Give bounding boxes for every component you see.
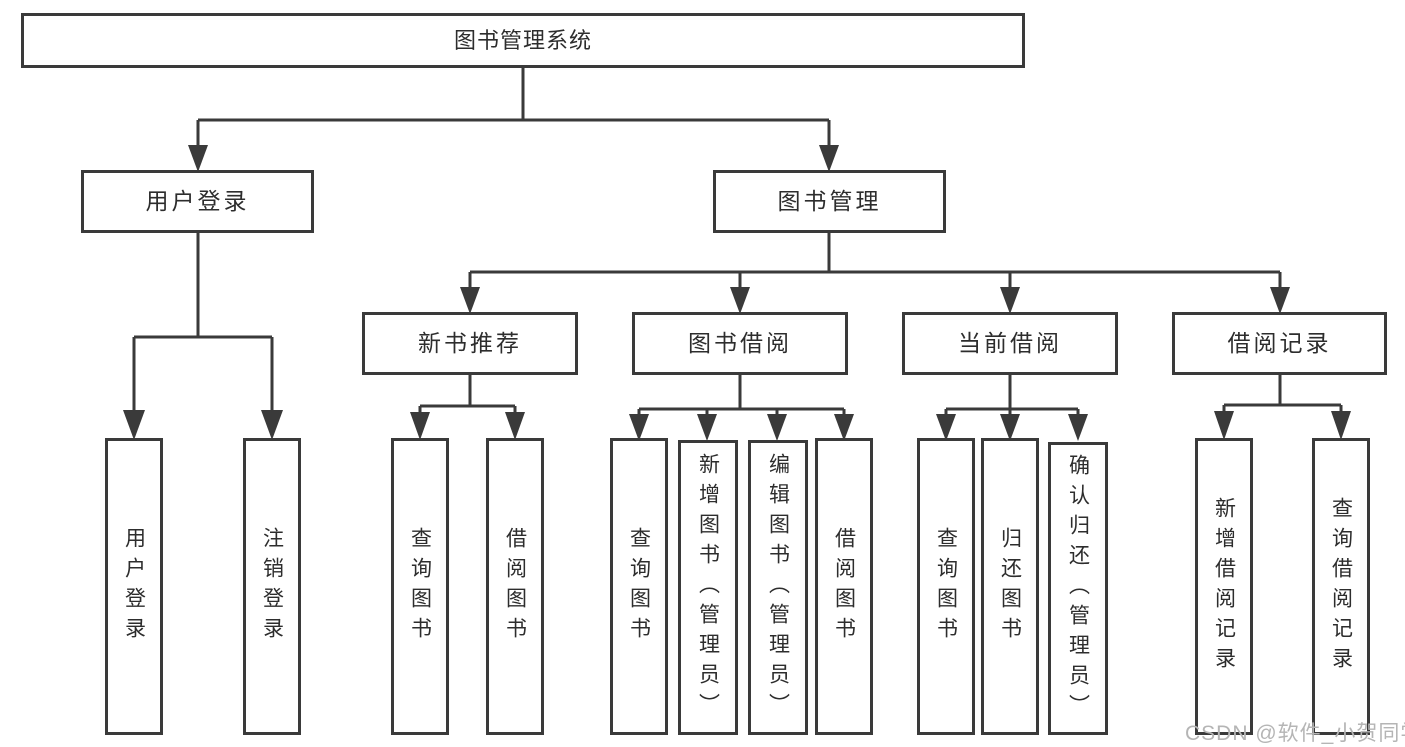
node-book-borrowing: 图书借阅 (632, 312, 848, 375)
leaf-borrowing-query-books: 查询图书 (610, 438, 668, 735)
node-user-login: 用户登录 (81, 170, 314, 233)
leaf-logout-login: 注销登录 (243, 438, 301, 735)
leaf-records-add-borrow-record: 新增借阅记录 (1195, 438, 1253, 735)
leaf-current-confirm-return-admin: 确认归还（管理员） (1048, 442, 1108, 735)
node-root-library-system: 图书管理系统 (21, 13, 1025, 68)
leaf-borrowing-add-books-admin: 新增图书（管理员） (678, 440, 738, 735)
leaf-recommend-borrow-books: 借阅图书 (486, 438, 544, 735)
leaf-current-return-books: 归还图书 (981, 438, 1039, 735)
leaf-recommend-query-books: 查询图书 (391, 438, 449, 735)
leaf-current-query-books: 查询图书 (917, 438, 975, 735)
csdn-watermark: CSDN @软件_小贺同学 (1185, 722, 1405, 745)
node-borrowing-records: 借阅记录 (1172, 312, 1387, 375)
node-current-borrowing: 当前借阅 (902, 312, 1118, 375)
leaf-user-login: 用户登录 (105, 438, 163, 735)
leaf-borrowing-borrow-books: 借阅图书 (815, 438, 873, 735)
leaf-records-query-borrow-record: 查询借阅记录 (1312, 438, 1370, 735)
leaf-borrowing-edit-books-admin: 编辑图书（管理员） (748, 440, 808, 735)
node-book-management: 图书管理 (713, 170, 946, 233)
node-new-book-recommendation: 新书推荐 (362, 312, 578, 375)
